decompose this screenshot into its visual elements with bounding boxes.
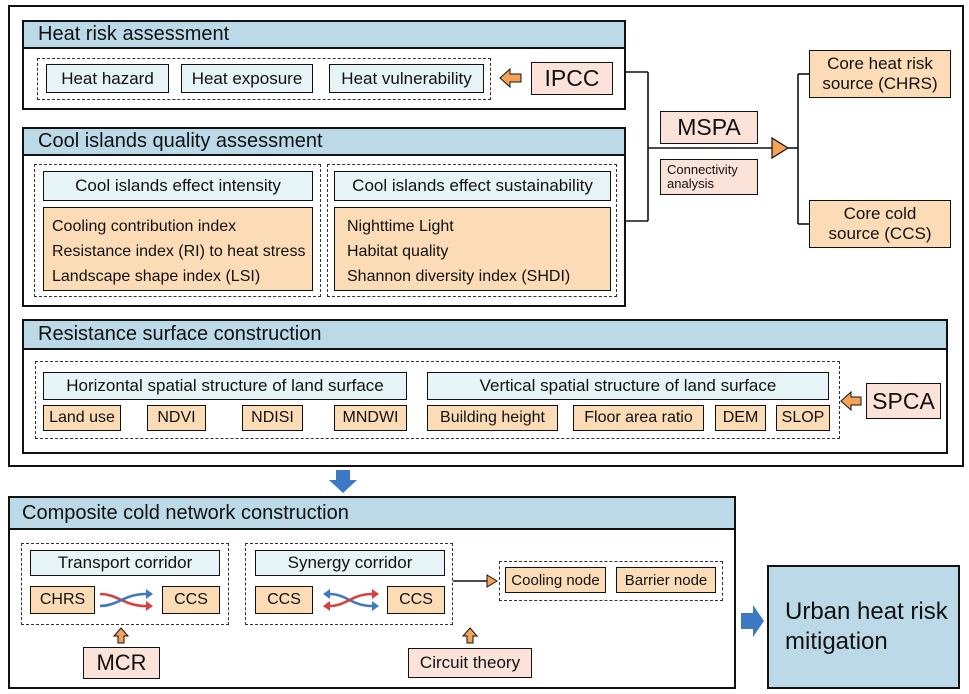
- transport-group: [21, 543, 229, 625]
- circuit-theory-box: Circuit theory: [408, 648, 532, 678]
- mspa-bracket-lines: [626, 71, 772, 222]
- resistance-items-group: [35, 361, 840, 439]
- transport-title: Transport corridor: [30, 550, 220, 576]
- to-nodes-arrowhead: [486, 574, 498, 588]
- floor-area-ratio-box: Floor area ratio: [573, 405, 704, 431]
- connectivity-box: Connectivity analysis: [660, 159, 758, 195]
- heat-risk-title: Heat risk assessment: [22, 20, 626, 49]
- source-fan-lines: [788, 73, 809, 225]
- down-arrow-icon: [329, 470, 357, 493]
- synergy-ccs-left-box: CCS: [255, 586, 313, 614]
- urban-heat-risk-mitigation-box: Urban heat risk mitigation: [767, 565, 960, 689]
- transport-chrs-box: CHRS: [30, 586, 95, 614]
- chrs-box: Core heat risk source (CHRS): [809, 50, 951, 98]
- horizontal-title: Horizontal spatial structure of land sur…: [43, 372, 407, 400]
- ndvi-box: NDVI: [147, 405, 206, 431]
- intensity-list: Cooling contribution index Resistance in…: [43, 207, 313, 291]
- intensity-title: Cool islands effect intensity: [43, 171, 313, 201]
- synergy-title: Synergy corridor: [255, 550, 445, 576]
- synergy-group: [245, 543, 453, 625]
- list-item: Shannon diversity index (SHDI): [347, 268, 571, 285]
- spca-box: SPCA: [866, 383, 941, 419]
- sustainability-list: Nighttime Light Habitat quality Shannon …: [334, 207, 611, 291]
- cooling-node-box: Cooling node: [505, 567, 606, 593]
- list-item: Nighttime Light: [347, 218, 454, 235]
- list-item: Cooling contribution index: [52, 218, 237, 235]
- ndisi-box: NDISI: [242, 405, 303, 431]
- dem-box: DEM: [715, 405, 766, 431]
- transport-ccs-box: CCS: [162, 586, 220, 614]
- circuit-up-arrow-icon: [461, 627, 479, 644]
- ipcc-arrow-icon: [499, 67, 522, 89]
- land-use-box: Land use: [43, 405, 121, 431]
- list-item: Landscape shape index (LSI): [52, 268, 261, 285]
- network-title: Composite cold network construction: [8, 496, 736, 530]
- synergy-cross-arrows-icon: [323, 589, 379, 611]
- ccs-box: Core cold source (CCS): [809, 200, 951, 248]
- sustainability-group: [327, 164, 617, 297]
- building-height-box: Building height: [427, 405, 558, 431]
- heat-exposure-box: Heat exposure: [181, 64, 313, 93]
- spca-arrow-icon: [840, 390, 862, 412]
- heat-vulnerability-box: Heat vulnerability: [329, 64, 484, 93]
- mndwi-box: MNDWI: [334, 405, 407, 431]
- sustainability-title: Cool islands effect sustainability: [334, 171, 611, 201]
- synergy-ccs-right-box: CCS: [387, 586, 445, 614]
- transport-cross-arrows-icon: [99, 589, 153, 611]
- cool-quality-title: Cool islands quality assessment: [22, 127, 626, 156]
- mspa-box: MSPA: [660, 111, 758, 144]
- heat-risk-items-group: [37, 58, 491, 100]
- list-item: Habitat quality: [347, 243, 449, 260]
- nodes-group: [499, 561, 723, 601]
- resistance-title: Resistance surface construction: [22, 319, 948, 350]
- ipcc-box: IPCC: [531, 62, 613, 95]
- heat-hazard-box: Heat hazard: [46, 64, 169, 93]
- to-outcome-arrow-icon: [741, 605, 764, 637]
- mcr-up-arrow-icon: [112, 627, 130, 644]
- to-sources-arrowhead: [771, 136, 790, 160]
- barrier-node-box: Barrier node: [616, 567, 716, 593]
- intensity-group: [34, 164, 321, 297]
- mcr-box: MCR: [83, 647, 160, 679]
- vertical-title: Vertical spatial structure of land surfa…: [427, 372, 829, 400]
- slop-box: SLOP: [776, 405, 830, 431]
- list-item: Resistance index (RI) to heat stress: [52, 243, 306, 260]
